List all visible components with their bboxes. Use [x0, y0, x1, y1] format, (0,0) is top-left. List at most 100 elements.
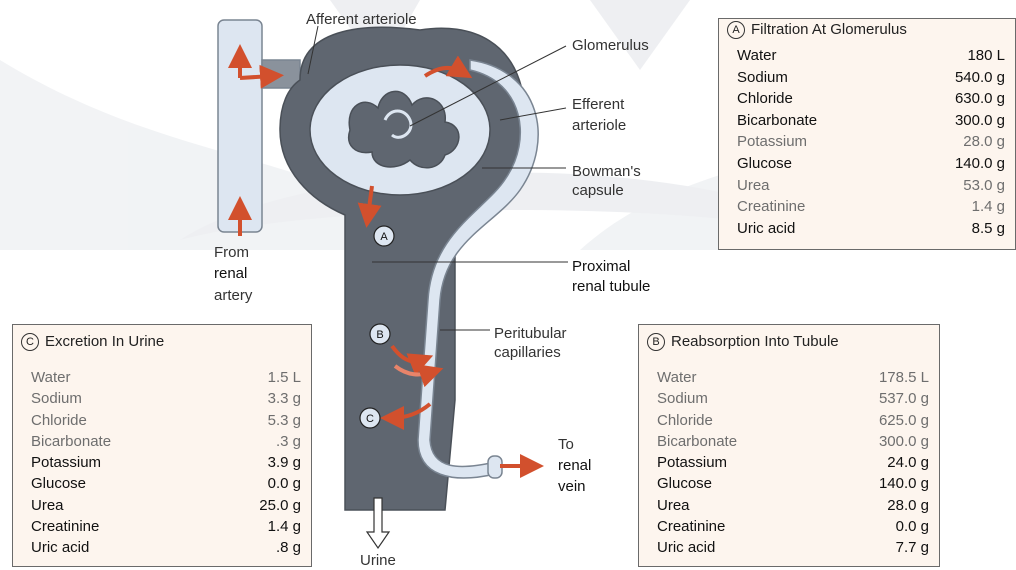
- reabsorption-panel-title-text: Reabsorption Into Tubule: [671, 333, 839, 350]
- peritubular-label-1: Peritubular: [494, 324, 567, 343]
- filtration-row-value: 630.0 g: [955, 88, 1005, 110]
- excretion-row-name: Chloride: [31, 410, 87, 431]
- excretion-row-name: Water: [31, 367, 70, 388]
- excretion-panel-title-text: Excretion In Urine: [45, 333, 164, 350]
- proximal-tubule-label-1: Proximal: [572, 257, 630, 276]
- filtration-panel-letter: A: [727, 21, 745, 39]
- excretion-row-name: Uric acid: [31, 537, 89, 558]
- filtration-row-name: Chloride: [737, 88, 793, 110]
- filtration-row: Urea 53.0 g: [737, 175, 1005, 197]
- filtration-row-name: Uric acid: [737, 218, 795, 240]
- excretion-row-value: 3.9 g: [268, 452, 301, 473]
- reabsorption-row-name: Chloride: [657, 410, 713, 431]
- filtration-row-name: Glucose: [737, 153, 792, 175]
- reabsorption-row-value: 140.0 g: [879, 473, 929, 494]
- excretion-row-name: Glucose: [31, 473, 86, 494]
- reabsorption-row-value: 178.5 L: [879, 367, 929, 388]
- filtration-row-name: Water: [737, 45, 776, 67]
- afferent-arteriole-label: Afferent arteriole: [306, 10, 417, 29]
- reabsorption-row-name: Glucose: [657, 473, 712, 494]
- filtration-row-value: 1.4 g: [972, 196, 1005, 218]
- marker-b: B: [370, 324, 390, 344]
- excretion-row: Potassium 3.9 g: [31, 452, 301, 473]
- filtration-row: Water180 L: [737, 45, 1005, 67]
- efferent-arteriole-label-2: arteriole: [572, 116, 626, 135]
- filtration-row-value: 540.0 g: [955, 67, 1005, 89]
- reabsorption-row: Glucose 140.0 g: [657, 473, 929, 494]
- reabsorption-row-value: 24.0 g: [887, 452, 929, 473]
- reabsorption-row: Creatinine 0.0 g: [657, 516, 929, 537]
- excretion-row: Chloride 5.3 g: [31, 410, 301, 431]
- excretion-row-value: 0.0 g: [268, 473, 301, 494]
- excretion-row-name: Urea: [31, 495, 64, 516]
- filtration-row-name: Urea: [737, 175, 770, 197]
- filtration-row: Chloride 630.0 g: [737, 88, 1005, 110]
- to-renal-vein-label-1: To: [558, 435, 574, 454]
- reabsorption-panel: B Reabsorption Into Tubule Water178.5 LSo…: [638, 324, 940, 567]
- from-renal-artery-label-3: artery: [214, 286, 252, 305]
- excretion-panel-letter: C: [21, 333, 39, 351]
- excretion-row-name: Creatinine: [31, 516, 99, 537]
- filtration-row-name: Bicarbonate: [737, 110, 817, 132]
- excretion-row: Water1.5 L: [31, 367, 301, 388]
- reabsorption-row-value: 28.0 g: [887, 495, 929, 516]
- reabsorption-row-value: 537.0 g: [879, 388, 929, 409]
- reabsorption-panel-letter: B: [647, 333, 665, 351]
- reabsorption-row: Chloride 625.0 g: [657, 410, 929, 431]
- excretion-row: Sodium 3.3 g: [31, 388, 301, 409]
- filtration-row-value: 140.0 g: [955, 153, 1005, 175]
- filtration-row: Creatinine 1.4 g: [737, 196, 1005, 218]
- filtration-row-value: 28.0 g: [963, 131, 1005, 153]
- renal-artery-tube: [218, 20, 262, 232]
- excretion-row-value: 5.3 g: [268, 410, 301, 431]
- reabsorption-panel-title: B Reabsorption Into Tubule: [639, 325, 939, 353]
- to-renal-vein-label-2: renal: [558, 456, 591, 475]
- marker-a-text: A: [380, 231, 388, 243]
- excretion-row-name: Potassium: [31, 452, 101, 473]
- filtration-row-name: Creatinine: [737, 196, 805, 218]
- excretion-row: Uric acid.8 g: [31, 537, 301, 558]
- reabsorption-row-value: 300.0 g: [879, 431, 929, 452]
- reabsorption-row-name: Potassium: [657, 452, 727, 473]
- filtration-row-value: 300.0 g: [955, 110, 1005, 132]
- flow-arrow-afferent: [240, 76, 272, 78]
- reabsorption-row: Potassium 24.0 g: [657, 452, 929, 473]
- marker-c-text: C: [366, 413, 374, 425]
- excretion-row: Glucose 0.0 g: [31, 473, 301, 494]
- filtration-row: Sodium 540.0 g: [737, 67, 1005, 89]
- excretion-row-value: 1.4 g: [268, 516, 301, 537]
- reabsorption-row-name: Uric acid: [657, 537, 715, 558]
- glomerulus-label: Glomerulus: [572, 36, 649, 55]
- excretion-row-value: 25.0 g: [259, 495, 301, 516]
- filtration-row-name: Sodium: [737, 67, 788, 89]
- proximal-tubule-label-2: renal tubule: [572, 277, 650, 296]
- excretion-row: Urea 25.0 g: [31, 495, 301, 516]
- filtration-row: Uric acid 8.5 g: [737, 218, 1005, 240]
- filtration-row: Glucose 140.0 g: [737, 153, 1005, 175]
- excretion-row-value: .3 g: [276, 431, 301, 452]
- filtration-row-value: 53.0 g: [963, 175, 1005, 197]
- reabsorption-row-value: 625.0 g: [879, 410, 929, 431]
- excretion-row-name: Sodium: [31, 388, 82, 409]
- excretion-row-value: 3.3 g: [268, 388, 301, 409]
- bowmans-capsule-label-2: capsule: [572, 181, 624, 200]
- efferent-arteriole-label-1: Efferent: [572, 95, 624, 114]
- excretion-row-name: Bicarbonate: [31, 431, 111, 452]
- reabsorption-row-name: Bicarbonate: [657, 431, 737, 452]
- reabsorption-row-name: Creatinine: [657, 516, 725, 537]
- filtration-panel-title-text: Filtration At Glomerulus: [751, 21, 907, 38]
- from-renal-artery-label-2: renal: [214, 264, 247, 283]
- reabsorption-row-value: 0.0 g: [896, 516, 929, 537]
- marker-c: C: [360, 408, 380, 428]
- filtration-row-value: 8.5 g: [972, 218, 1005, 240]
